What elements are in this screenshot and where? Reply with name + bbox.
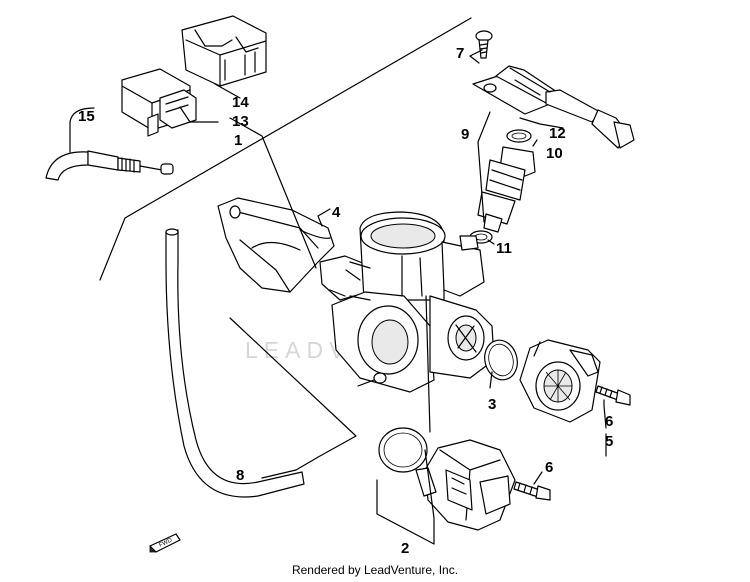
callout-9: 9 — [461, 126, 469, 143]
callout-14: 14 — [232, 94, 249, 111]
callout-13: 13 — [232, 113, 249, 130]
callout-3: 3 — [488, 396, 496, 413]
fwd-marker-label: FWD — [158, 537, 174, 548]
part-14-connector-boot — [181, 15, 267, 87]
assembly-boundary-line — [99, 17, 472, 281]
part-6-screw-lower — [513, 481, 551, 501]
part-2-idle-air-valve — [378, 427, 516, 531]
part-4-bracket — [217, 197, 335, 293]
callout-8: 8 — [236, 467, 244, 484]
callout-6-upper: 6 — [605, 413, 613, 430]
callout-10: 10 — [546, 145, 563, 162]
part-8-vent-hose — [165, 228, 305, 498]
part-9-fuel-injector — [477, 146, 536, 233]
part-15-hose-fitting — [45, 150, 174, 181]
callout-12: 12 — [549, 125, 566, 142]
callout-2: 2 — [401, 540, 409, 557]
throttle-body — [319, 211, 495, 393]
footer-credit: Rendered by LeadVenture, Inc. — [291, 563, 459, 577]
callout-15: 15 — [78, 108, 95, 125]
callouts: 1 2 3 4 5 6 6 7 8 9 10 11 12 13 14 15 — [78, 45, 613, 557]
callout-11: 11 — [496, 240, 512, 257]
part-13-connector — [121, 68, 197, 137]
callout-1: 1 — [234, 132, 242, 149]
part-7-screw — [475, 30, 493, 59]
callout-7: 7 — [456, 45, 464, 62]
fwd-direction-marker: FWD — [149, 533, 181, 553]
callout-6-lower: 6 — [545, 459, 553, 476]
leader-lines — [69, 49, 607, 545]
callout-4: 4 — [332, 204, 341, 221]
part-5-sensor — [519, 339, 601, 423]
part-6-screw-upper — [595, 385, 631, 406]
callout-5: 5 — [605, 433, 613, 450]
part-12-fuel-rail — [472, 65, 635, 149]
part-10-o-ring — [506, 129, 532, 143]
